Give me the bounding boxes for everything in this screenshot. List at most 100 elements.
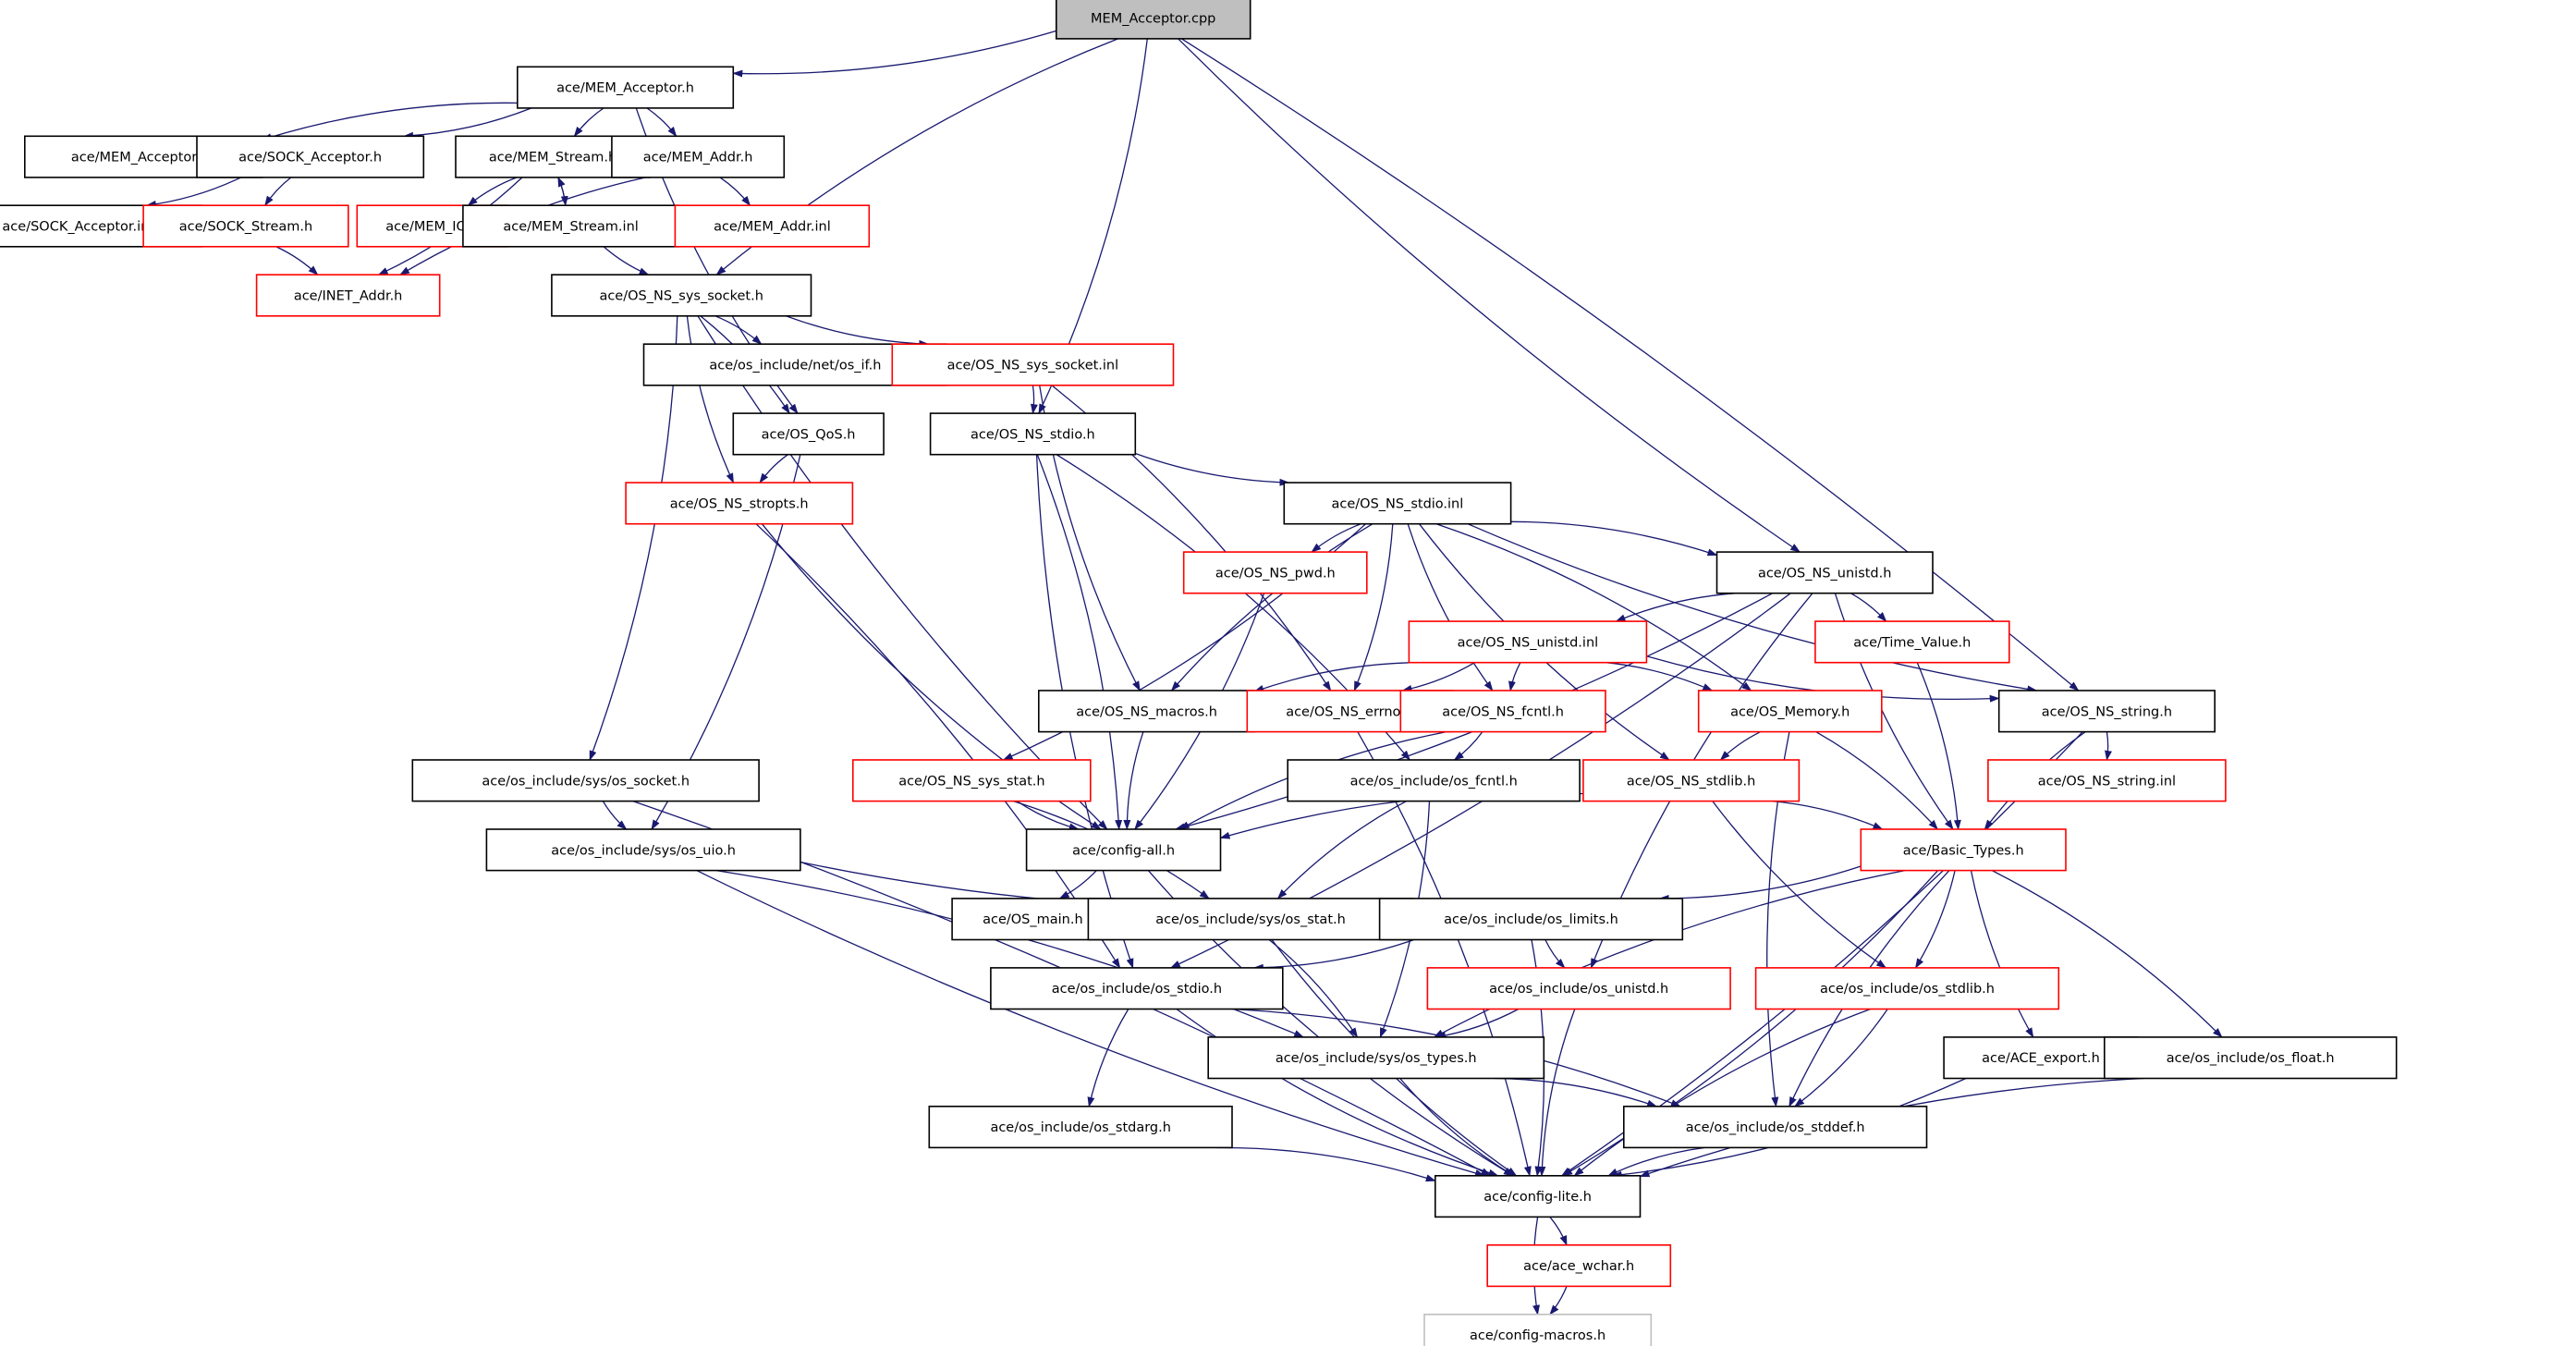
node-label: ace/OS_NS_sys_socket.h — [599, 289, 763, 304]
edge-line — [1135, 452, 1290, 486]
node-sys-os-stat-h[interactable]: ace/os_include/sys/os_stat.h — [1087, 898, 1414, 941]
edge-sys_os_stat_h-to-sys_os_types_h — [1268, 939, 1359, 1038]
node-basic-types-h[interactable]: ace/Basic_Types.h — [1860, 828, 2067, 872]
edge-line — [646, 107, 678, 138]
edge-mem_acceptor_h-to-mem_stream_h — [573, 107, 604, 138]
node-os-ns-string-inl[interactable]: ace/OS_NS_string.inl — [1987, 759, 2227, 802]
node-label: ace/os_include/os_stdio.h — [1052, 982, 1222, 997]
node-sys-os-uio-h[interactable]: ace/os_include/sys/os_uio.h — [485, 828, 801, 872]
node-os-unistd-h[interactable]: ace/os_include/os_unistd.h — [1426, 967, 1731, 1010]
node-os-ns-unistd-h[interactable]: ace/OS_NS_unistd.h — [1715, 551, 1934, 594]
node-os-stdarg-h[interactable]: ace/os_include/os_stdarg.h — [928, 1106, 1233, 1149]
edge-time_value_h-to-basic_types_h — [1916, 662, 1961, 830]
edge-os_ns_sys_socket_inl-to-os_ns_stdio_h — [1031, 385, 1038, 415]
edge-os_ns_unistd_h-to-os_ns_unistd_inl — [1615, 593, 1737, 622]
node-box — [1715, 551, 1934, 594]
node-os-ns-sys-socket-h[interactable]: ace/OS_NS_sys_socket.h — [551, 274, 812, 317]
edge-os_qos_h-to-os_ns_stropts_h — [759, 454, 788, 483]
edge-line — [696, 870, 1485, 1177]
node-box — [1423, 1314, 1653, 1346]
node-os-stddef-h[interactable]: ace/os_include/os_stddef.h — [1623, 1106, 1928, 1149]
edge-line — [1815, 731, 1938, 830]
edge-ace_wchar_h-to-config_macros_h — [1549, 1286, 1568, 1315]
node-os-ns-macros-h[interactable]: ace/OS_NS_macros.h — [1038, 690, 1256, 733]
node-config-macros-h[interactable]: ace/config-macros.h — [1423, 1314, 1653, 1346]
node-label: ace/OS_Memory.h — [1730, 704, 1850, 719]
node-sock-stream-h[interactable]: ace/SOCK_Stream.h — [142, 204, 349, 248]
edge-line — [1170, 523, 1373, 691]
node-box — [1997, 690, 2216, 733]
node-mem-acceptor-h[interactable]: ace/MEM_Acceptor.h — [516, 66, 735, 109]
edge-line — [1311, 523, 1361, 553]
node-os-qos-h[interactable]: ace/OS_QoS.h — [732, 412, 885, 456]
node-config-all-h[interactable]: ace/config-all.h — [1025, 828, 1222, 872]
node-label: ace/OS_NS_sys_stat.h — [898, 774, 1044, 789]
node-box — [891, 343, 1175, 386]
node-label: ace/OS_NS_pwd.h — [1215, 566, 1336, 581]
node-os-ns-stropts-h[interactable]: ace/OS_NS_stropts.h — [625, 482, 854, 525]
node-os-limits-h[interactable]: ace/os_include/os_limits.h — [1378, 898, 1684, 941]
node-os-fcntl-h[interactable]: ace/os_include/os_fcntl.h — [1287, 759, 1581, 802]
edge-line — [1615, 593, 1737, 622]
edge-line — [1794, 1009, 1888, 1107]
node-os-ns-sys-socket-inl[interactable]: ace/OS_NS_sys_socket.inl — [891, 343, 1175, 386]
edge-mem_stream_h-to-mem_io_h — [467, 177, 518, 206]
edge-os_stdarg_h-to-config_lite_h — [1216, 1146, 1436, 1182]
edge-line — [1772, 800, 1884, 830]
edge-line — [1467, 523, 2038, 693]
node-os-stdlib-h[interactable]: ace/os_include/os_stdlib.h — [1754, 967, 2060, 1010]
node-label: ace/os_include/os_unistd.h — [1489, 982, 1668, 997]
node-os-ns-unistd-inl[interactable]: ace/OS_NS_unistd.inl — [1408, 620, 1648, 664]
edge-line — [1401, 662, 1475, 692]
node-label: ace/os_include/sys/os_socket.h — [482, 774, 690, 789]
node-os-ns-stdio-h[interactable]: ace/OS_NS_stdio.h — [929, 412, 1137, 456]
edge-line — [1123, 731, 1144, 830]
edge-os_stdio_h-to-os_stdarg_h — [1087, 1009, 1129, 1107]
node-box — [1435, 1175, 1642, 1218]
edge-os_ns_string_h-to-os_ns_string_inl — [2105, 731, 2112, 761]
edge-sys_os_types_h-to-os_stddef_h — [1495, 1077, 1658, 1107]
edge-line — [1036, 454, 1123, 830]
node-os-float-h[interactable]: ace/os_include/os_float.h — [2104, 1036, 2398, 1080]
node-config-lite-h[interactable]: ace/config-lite.h — [1435, 1175, 1642, 1218]
node-label: ace/OS_NS_fcntl.h — [1442, 704, 1564, 719]
node-ace-wchar-h[interactable]: ace/ace_wchar.h — [1486, 1244, 1672, 1288]
node-sys-os-types-h[interactable]: ace/os_include/sys/os_types.h — [1207, 1036, 1545, 1080]
edge-os_ns_stdio_inl-to-os_memory_h — [1435, 523, 1752, 691]
edge-os_ns_stdio_h-to-os_ns_stdio_inl — [1135, 452, 1290, 486]
edge-line — [1178, 38, 1801, 553]
node-mem-stream-inl[interactable]: ace/MEM_Stream.inl — [462, 204, 680, 248]
node-os-stdio-h[interactable]: ace/os_include/os_stdio.h — [990, 967, 1284, 1010]
node-label: ace/MEM_Addr.h — [643, 151, 753, 165]
node-time-value-h[interactable]: ace/Time_Value.h — [1814, 620, 2010, 664]
edge-basic_types_h-to-os_stdlib_h — [1914, 870, 1956, 969]
node-mem-addr-inl[interactable]: ace/MEM_Addr.inl — [674, 204, 871, 248]
node-os-ns-stdio-inl[interactable]: ace/OS_NS_stdio.inl — [1283, 482, 1512, 525]
node-os-ns-sys-stat-h[interactable]: ace/OS_NS_sys_stat.h — [851, 759, 1092, 802]
node-mem-addr-h[interactable]: ace/MEM_Addr.h — [611, 135, 786, 178]
node-label: ace/OS_main.h — [983, 912, 1083, 927]
edge-line — [1216, 1146, 1436, 1182]
node-box — [1987, 759, 2227, 802]
node-os-ns-string-h[interactable]: ace/OS_NS_string.h — [1997, 690, 2216, 733]
node-os-memory-h[interactable]: ace/OS_Memory.h — [1697, 690, 1883, 733]
edge-sys_os_uio_h-to-config_lite_h — [696, 870, 1485, 1177]
node-sock-acceptor-h[interactable]: ace/SOCK_Acceptor.h — [196, 135, 425, 178]
node-os-ns-pwd-h[interactable]: ace/OS_NS_pwd.h — [1182, 551, 1368, 594]
node-os-ns-fcntl-h[interactable]: ace/OS_NS_fcntl.h — [1399, 690, 1606, 733]
node-inet-addr-h[interactable]: ace/INET_Addr.h — [255, 274, 441, 317]
edge-os_ns_fcntl_h-to-os_fcntl_h — [1453, 731, 1483, 761]
edge-line — [759, 454, 788, 483]
node-sys-os-socket-h[interactable]: ace/os_include/sys/os_socket.h — [411, 759, 760, 802]
edge-line — [1276, 801, 1408, 899]
edge-line — [1916, 662, 1961, 830]
node-label: ace/OS_NS_stropts.h — [670, 496, 809, 511]
node-box — [1426, 967, 1731, 1010]
edge-line — [1435, 523, 1752, 691]
node-box — [255, 274, 441, 317]
node-label: ace/MEM_Addr.inl — [714, 220, 831, 235]
edge-sock_acceptor_h-to-sock_stream_h — [264, 177, 292, 207]
node-label: ace/OS_NS_stdio.inl — [1332, 496, 1464, 511]
node-box — [2104, 1036, 2398, 1080]
node-os-ns-stdlib-h[interactable]: ace/OS_NS_stdlib.h — [1582, 759, 1801, 802]
